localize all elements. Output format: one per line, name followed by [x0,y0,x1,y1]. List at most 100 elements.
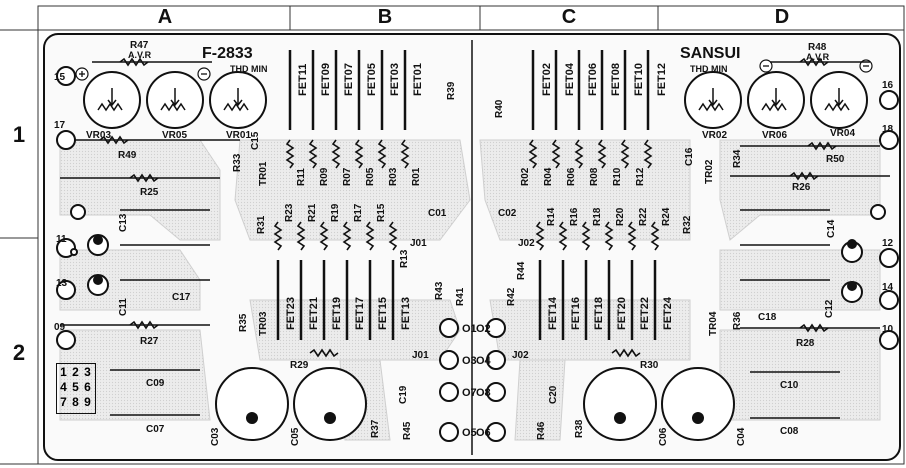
label-c20: C20 [548,385,559,404]
label-r41: R41 [455,287,466,306]
label-r31: R31 [256,215,267,234]
label-pad-18: 18 [882,124,894,135]
label-vr05: VR05 [162,130,187,141]
label-r39: R39 [446,81,457,100]
column-header-b: B [377,5,393,28]
label-pad-09: 09 [54,322,66,333]
label-fet17: FET17 [354,297,366,330]
label-tr04: TR04 [708,311,719,336]
label-j01-a: J01 [410,238,427,249]
label-pad-o4: O4 [476,355,492,367]
label-c09: C09 [146,378,165,389]
label-fet09: FET09 [320,63,332,96]
label-r22: R22 [638,207,649,226]
row-label-2: 2 [12,340,26,365]
label-r49: R49 [118,150,137,161]
label-c01: C01 [428,208,447,219]
label-c18: C18 [758,312,777,323]
label-vr06: VR06 [762,130,787,141]
label-fet20: FET20 [616,297,628,330]
label-pad-o7: O7 [462,387,477,399]
label-pad-13: 13 [56,278,68,289]
pot-wiper-symbols [97,88,850,112]
grid-legend-row-2: 4 5 6 [60,380,92,394]
label-fet08: FET08 [610,63,622,96]
label-r43: R43 [434,281,445,300]
label-r02: R02 [520,167,531,186]
row-label-1: 1 [12,122,26,147]
label-c03: C03 [210,427,221,446]
connector-pads [56,66,899,350]
capacitor-leads [93,235,857,424]
label-fet01: FET01 [412,63,424,96]
label-r08: R08 [589,167,600,186]
label-r47: R47 [130,40,149,51]
label-c04: C04 [736,427,747,446]
label-r06: R06 [566,167,577,186]
label-r32: R32 [682,215,693,234]
label-r46: R46 [536,421,547,440]
label-fet16: FET16 [570,297,582,330]
label-tr01: TR01 [258,161,269,186]
label-c11: C11 [118,298,129,316]
label-fet12: FET12 [656,63,668,96]
label-fet11: FET11 [297,64,309,96]
component-leads [60,61,890,419]
label-r33: R33 [232,153,243,172]
board-model-label: F-2833 [202,45,253,62]
label-r30: R30 [640,360,659,371]
label-r09: R09 [319,167,330,186]
label-fet02: FET02 [541,63,553,96]
label-r38: R38 [574,419,585,438]
grid-legend-row-3: 7 8 9 [60,395,92,409]
label-c02: C02 [498,208,517,219]
label-r03: R03 [388,167,399,186]
label-tr03: TR03 [258,311,269,336]
label-fet15: FET15 [377,297,389,330]
label-r23: R23 [284,203,295,222]
column-header-c: C [561,5,577,28]
grid-number-legend: 1 2 3 4 5 6 7 8 9 [56,363,96,414]
label-r14: R14 [546,207,557,226]
label-c15: C15 [250,131,261,150]
label-r28: R28 [796,338,815,349]
label-j02-b: J02 [512,350,529,361]
label-pad-17: 17 [54,120,66,131]
label-c07: C07 [146,424,165,435]
label-fet10: FET10 [633,63,645,96]
vertical-labels: FET11 FET09 FET07 FET05 FET03 FET01 FET0… [118,62,837,446]
label-avr-right: A.V.R [806,52,830,62]
label-r15: R15 [376,203,387,222]
label-tr02: TR02 [704,159,715,184]
fet-bars [276,50,657,340]
label-r19: R19 [330,203,341,222]
label-pad-o5: O5 [462,427,477,439]
label-r04: R04 [543,167,554,186]
label-pad-10: 10 [882,324,894,335]
label-j01-b: J01 [412,350,429,361]
label-pad-o3: O3 [462,355,477,367]
label-vr01: VR01 [226,130,251,141]
thd-label-left: THD MIN [230,64,268,74]
label-r07: R07 [342,167,353,186]
label-c06: C06 [658,427,669,446]
label-r50: R50 [826,154,845,165]
label-r20: R20 [615,207,626,226]
label-fet19: FET19 [331,297,343,330]
label-r17: R17 [353,203,364,222]
label-fet06: FET06 [587,63,599,96]
label-r11: R11 [296,168,307,186]
label-r24: R24 [661,207,672,226]
brand-label: SANSUI [680,45,740,62]
label-fet13: FET13 [400,297,412,330]
label-avr-left: A.V.R [128,50,152,60]
label-r21: R21 [307,203,318,222]
label-r25: R25 [140,187,159,198]
label-pad-o6: O6 [476,427,491,439]
label-fet07: FET07 [343,63,355,96]
label-r10: R10 [612,167,623,186]
label-r36: R36 [732,311,743,330]
label-fet18: FET18 [593,297,605,330]
label-fet14: FET14 [547,296,559,330]
